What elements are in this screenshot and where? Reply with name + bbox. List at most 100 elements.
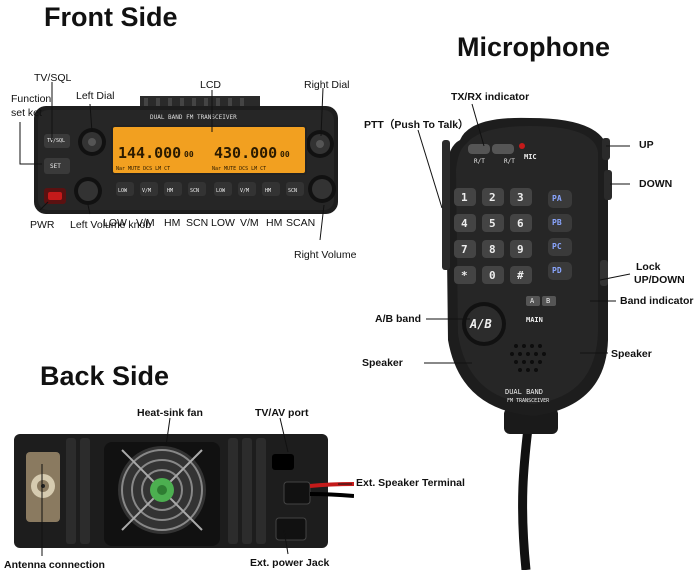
- front-key-low-right[interactable]: [214, 182, 232, 196]
- tv-sql-key-label: TV/SQL: [47, 138, 66, 144]
- mic-key-5[interactable]: [482, 214, 504, 232]
- tv-av-port-label: TV/AV port: [255, 407, 309, 419]
- front-key-label-1: LOW: [118, 188, 128, 194]
- right-volume-knob[interactable]: [308, 175, 336, 203]
- front-key-hm-left[interactable]: [164, 182, 182, 196]
- mic-text: MIC: [524, 153, 537, 161]
- front-callout-lines: [19, 82, 325, 241]
- control-label-low-right: LOW: [211, 217, 235, 229]
- antenna-connection-label: Antenna connection: [4, 559, 105, 571]
- back-callout-lines: [41, 417, 352, 556]
- mic-a-key-label: A: [530, 297, 535, 305]
- lcd-frequency-right-suffix: 00: [280, 150, 290, 159]
- microphone-heading: Microphone: [457, 32, 610, 62]
- ext-power-jack-label: Ext. power Jack: [250, 557, 330, 569]
- tv-sql-label: TV/SQL: [34, 72, 72, 84]
- mic-key-star[interactable]: [454, 266, 476, 284]
- tv-sql-key[interactable]: [44, 134, 70, 148]
- pwr-label: PWR: [30, 219, 55, 231]
- mic-up-key[interactable]: [602, 138, 610, 160]
- mic-key-9[interactable]: [510, 240, 532, 258]
- lcd-label: LCD: [200, 79, 222, 91]
- microphone-callout-lines: [417, 103, 631, 364]
- control-label-scan-right: SCAN: [286, 217, 316, 229]
- front-key-hm-right[interactable]: [262, 182, 280, 196]
- heat-sink-fan-label: Heat-sink fan: [137, 407, 203, 419]
- mic-key-6[interactable]: [510, 214, 532, 232]
- left-dial[interactable]: [78, 128, 106, 156]
- tx-rx-indicator-label: TX/RX indicator: [451, 91, 530, 103]
- control-label-hm-left: HM: [164, 217, 181, 229]
- mic-main-text: MAIN: [526, 316, 543, 324]
- back-side-heading: Back Side: [40, 361, 170, 391]
- mic-key-pc[interactable]: [548, 238, 572, 256]
- left-volume-knob[interactable]: [74, 177, 102, 205]
- mic-keypad: [454, 188, 532, 284]
- front-key-vm-right[interactable]: [238, 182, 256, 196]
- front-side-heading: Front Side: [44, 2, 178, 32]
- mic-key-hash-label: #: [517, 269, 524, 282]
- control-label-scn-left: SCN: [186, 217, 209, 229]
- control-label-vm-right: V/M: [240, 217, 259, 229]
- mic-rt-key-2[interactable]: [492, 144, 514, 154]
- mic-key-2[interactable]: [482, 188, 504, 206]
- mic-key-pa[interactable]: [548, 190, 572, 208]
- lock-label-line1: Lock: [636, 261, 661, 273]
- mic-down-key[interactable]: [604, 170, 612, 200]
- tx-rx-indicator-led: [519, 143, 525, 149]
- mic-a-key[interactable]: [526, 296, 540, 306]
- ext-power-jack[interactable]: [275, 517, 307, 541]
- mic-key-hash[interactable]: [510, 266, 532, 284]
- mic-key-8-label: 8: [489, 243, 496, 256]
- front-key-label-3: HM: [167, 188, 174, 194]
- ptt-bar[interactable]: [442, 140, 450, 270]
- up-label: UP: [639, 139, 654, 151]
- right-volume-label: Right Volume: [294, 249, 357, 261]
- mic-key-3-label: 3: [517, 191, 524, 204]
- right-dial-label: Right Dial: [304, 79, 350, 91]
- left-volume-label: Left Volume knob: [70, 219, 152, 231]
- ab-button-label: A/B: [470, 317, 492, 331]
- left-dial-label: Left Dial: [76, 90, 115, 102]
- mic-key-7[interactable]: [454, 240, 476, 258]
- mic-rt-key-1[interactable]: [468, 144, 490, 154]
- lcd-frequency-right: 430.000: [214, 144, 278, 162]
- control-label-low-left: LOW: [103, 217, 127, 229]
- right-dial[interactable]: [306, 130, 334, 158]
- heat-sink-fan: [104, 442, 220, 546]
- set-key[interactable]: [44, 158, 70, 174]
- front-key-scn-left[interactable]: [188, 182, 206, 196]
- front-key-label-5: LOW: [216, 188, 226, 194]
- set-key-label: SET: [50, 163, 61, 170]
- mic-key-3[interactable]: [510, 188, 532, 206]
- front-key-low-left[interactable]: [116, 182, 134, 196]
- microphone-illustration: [442, 117, 612, 570]
- mic-key-0-label: 0: [489, 269, 496, 282]
- antenna-connector[interactable]: [26, 452, 60, 522]
- band-indicator-label: Band indicator: [620, 295, 694, 307]
- mic-key-8[interactable]: [482, 240, 504, 258]
- mic-key-pd[interactable]: [548, 262, 572, 280]
- mic-key-pb-label: PB: [552, 218, 562, 227]
- control-label-vm-left: V/M: [136, 217, 155, 229]
- mic-key-4[interactable]: [454, 214, 476, 232]
- mic-key-pb[interactable]: [548, 214, 572, 232]
- lcd-frequency-left: 144.000: [118, 144, 182, 162]
- mic-key-1-label: 1: [461, 191, 468, 204]
- mic-key-pc-label: PC: [552, 242, 562, 251]
- front-function-keys: [116, 182, 304, 196]
- mic-key-0[interactable]: [482, 266, 504, 284]
- tv-av-port[interactable]: [272, 454, 294, 470]
- front-key-label-8: SCN: [288, 188, 298, 194]
- lcd-display: [112, 126, 306, 174]
- mic-key-9-label: 9: [517, 243, 524, 256]
- front-key-scn-right[interactable]: [286, 182, 304, 196]
- mic-brand-text-2: FM TRANSCEIVER: [507, 398, 550, 404]
- mic-b-key-label: B: [546, 297, 551, 305]
- ab-band-button[interactable]: [462, 302, 506, 346]
- ptt-label: PTT（Push To Talk）: [364, 119, 469, 131]
- mic-key-1[interactable]: [454, 188, 476, 206]
- mic-b-key[interactable]: [542, 296, 556, 306]
- back-radio-illustration: [14, 434, 354, 548]
- front-key-vm-left[interactable]: [140, 182, 158, 196]
